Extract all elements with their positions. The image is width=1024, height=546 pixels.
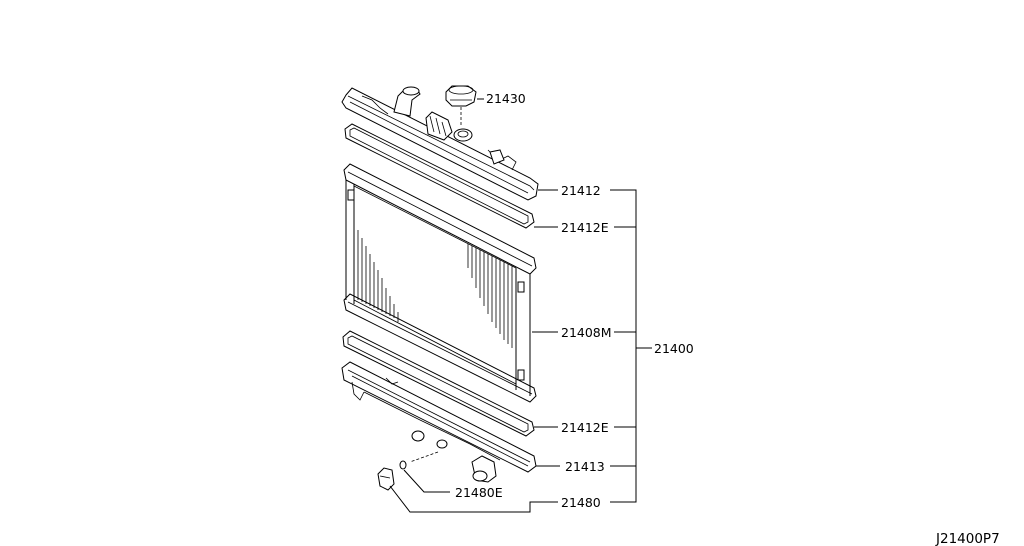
part-label-lower-tank[interactable]: 21413 xyxy=(565,459,605,474)
leader-lines xyxy=(389,98,652,513)
part-label-lower-gasket[interactable]: 21412E xyxy=(561,420,609,435)
part-label-drain-cock[interactable]: 21480 xyxy=(561,495,601,510)
lower-gasket-drawing xyxy=(342,330,535,437)
part-label-core[interactable]: 21408M xyxy=(561,325,612,340)
diagram-reference-code: J21400P7 xyxy=(935,531,1000,546)
radiator-cap-drawing xyxy=(445,85,477,126)
part-label-assembly[interactable]: 21400 xyxy=(654,341,694,356)
upper-gasket-drawing xyxy=(344,123,535,229)
part-label-cap[interactable]: 21430 xyxy=(486,91,526,106)
part-label-drain-gasket[interactable]: 21480E xyxy=(455,485,503,500)
radiator-core-drawing xyxy=(343,163,537,403)
part-label-upper-tank[interactable]: 21412 xyxy=(561,183,601,198)
upper-tank-drawing xyxy=(341,86,539,201)
lower-tank-drawing xyxy=(341,361,537,483)
part-label-upper-gasket[interactable]: 21412E xyxy=(561,220,609,235)
drain-parts-drawing xyxy=(377,460,407,491)
